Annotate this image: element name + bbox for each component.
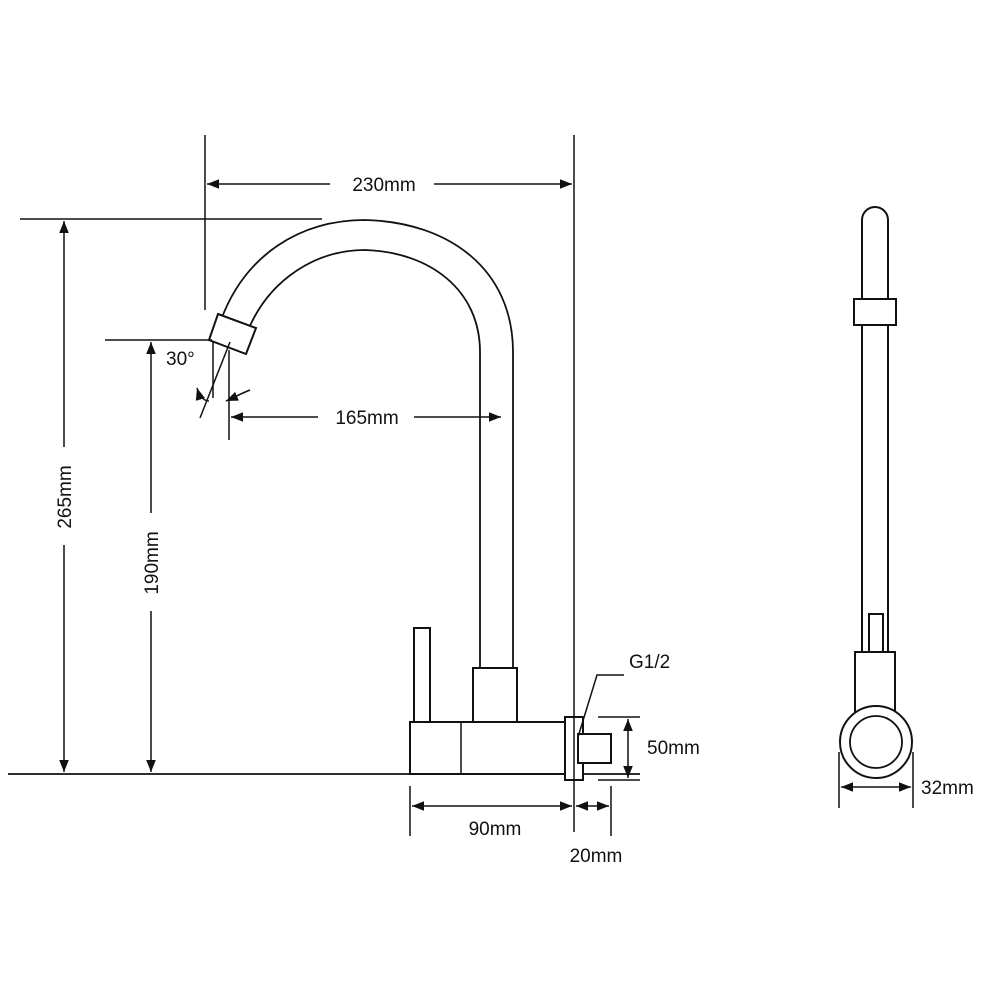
- spout-angle-label: 30°: [166, 349, 195, 370]
- spout-inner-edge: [248, 249, 481, 670]
- side-base-block: [854, 651, 896, 715]
- dimension-connector-length: 20mm: [570, 801, 623, 867]
- dimension-base-length: 90mm: [412, 801, 572, 840]
- connector-height-label: 50mm: [647, 738, 700, 759]
- thread-callout: G1/2: [577, 652, 670, 738]
- tube-diameter-label: 32mm: [921, 778, 974, 799]
- dimension-reach-spout: 165mm: [231, 405, 501, 429]
- faucet-front-view: [8, 135, 640, 836]
- connector-length-label: 20mm: [570, 846, 623, 867]
- angle-axis-line: [199, 341, 231, 419]
- aerator-tip: [207, 312, 258, 356]
- dimension-spout-angle: 30°: [166, 349, 251, 402]
- dimension-height-spout: 190mm: [139, 342, 165, 772]
- g-thread: [577, 733, 612, 764]
- dimension-width-overall: 230mm: [207, 172, 572, 196]
- reach-spout-label: 165mm: [335, 408, 398, 429]
- thread-label: G1/2: [629, 652, 670, 673]
- faucet-side-view: [838, 206, 914, 808]
- base-length-label: 90mm: [469, 819, 522, 840]
- dimension-tube-diameter: 32mm: [841, 778, 974, 799]
- side-ring-inner: [849, 715, 903, 769]
- lever-handle: [413, 627, 431, 723]
- height-spout-label: 190mm: [142, 531, 163, 594]
- dimension-height-overall: 265mm: [52, 221, 78, 772]
- faucet-base: [409, 721, 566, 775]
- dimension-connector-height: 50mm: [623, 719, 700, 778]
- height-overall-label: 265mm: [55, 465, 76, 528]
- side-collar: [853, 298, 897, 326]
- side-tube: [861, 206, 889, 653]
- spout-outer-edge: [220, 219, 514, 670]
- width-overall-label: 230mm: [352, 175, 415, 196]
